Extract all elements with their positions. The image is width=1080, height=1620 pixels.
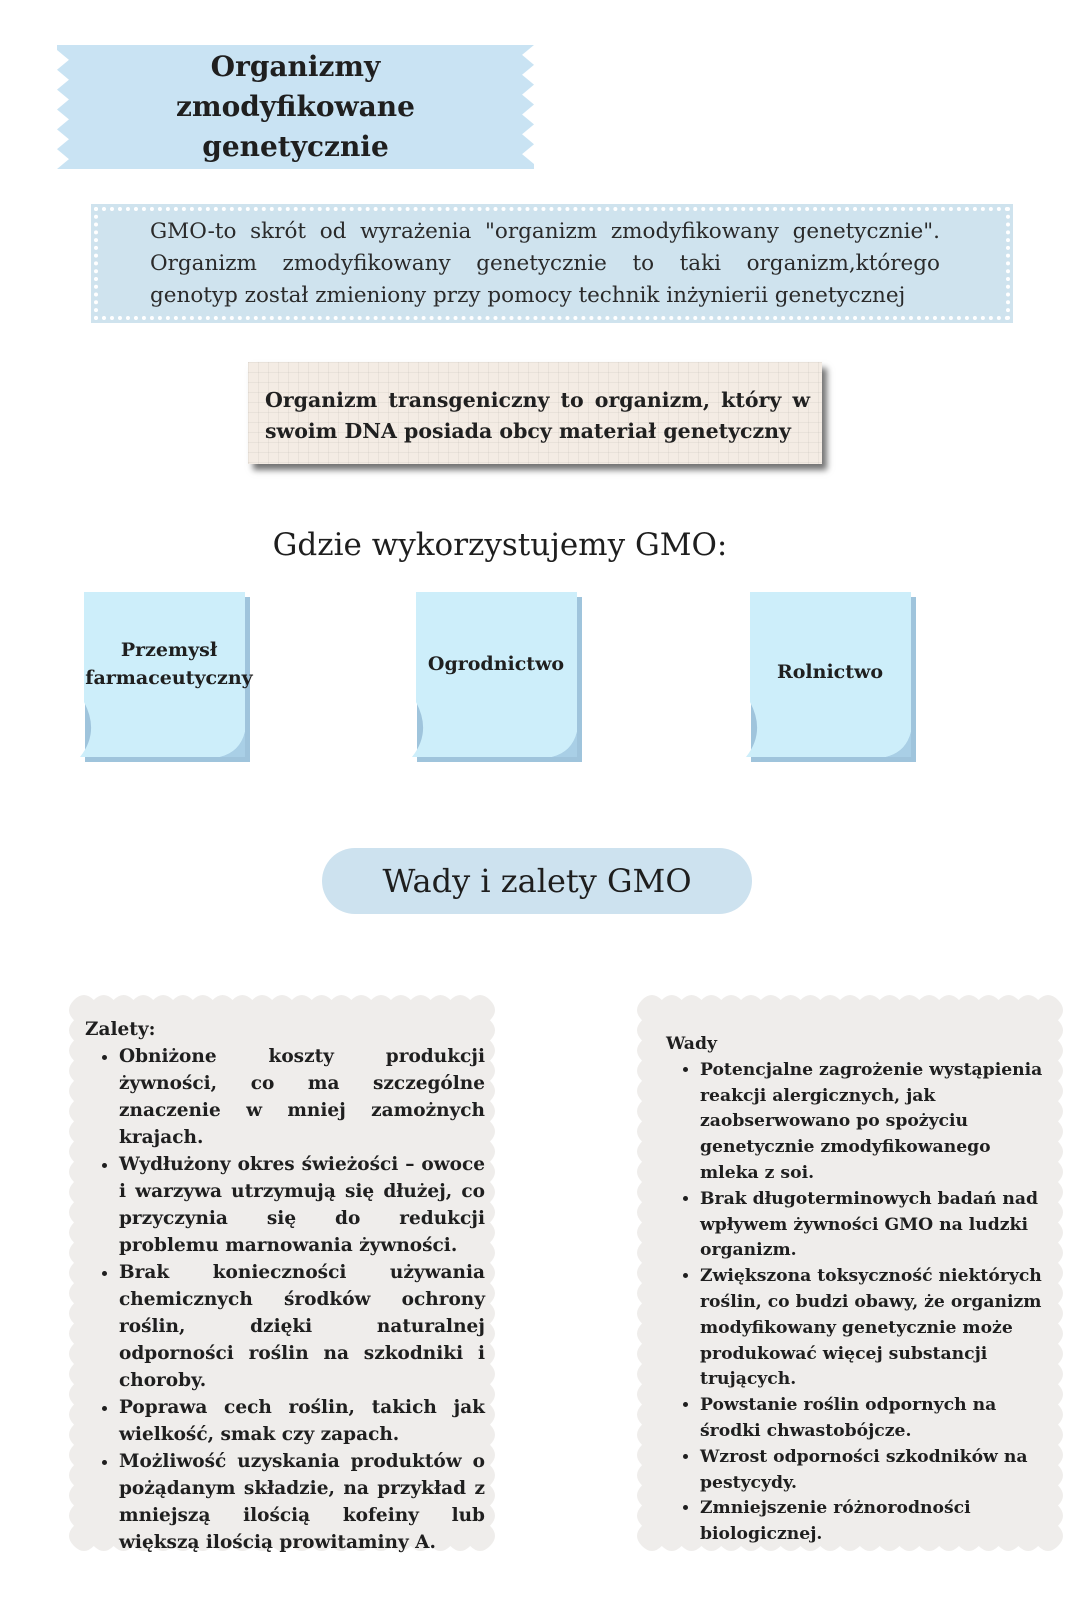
cons-panel: Wady Potencjalne zagrożenie wystąpienia … — [666, 1032, 1046, 1548]
definition-text: GMO-to skrót od wyrażenia "organizm zmod… — [150, 219, 940, 308]
pros-panel-background — [68, 995, 495, 1552]
list-item: Możliwość uzyskania produktów o pożądany… — [119, 1448, 485, 1556]
sticky-note-shape — [412, 592, 582, 762]
title-banner — [57, 45, 534, 169]
list-item: Wydłużony okres świeżości – owoce i warz… — [119, 1151, 485, 1259]
list-item: Brak długoterminowych badań nad wpływem … — [700, 1187, 1046, 1264]
list-item: Potencjalne zagrożenie wystąpienia reakc… — [700, 1058, 1046, 1187]
page-title: Organizmy zmodyfikowane genetycznie — [57, 45, 534, 169]
list-item: Poprawa cech roślin, takich jak wielkość… — [119, 1394, 485, 1448]
uses-heading: Gdzie wykorzystujemy GMO: — [272, 527, 728, 563]
title-line-1: Organizmy — [210, 50, 381, 83]
list-item: Brak konieczności używania chemicznych ś… — [119, 1259, 485, 1394]
note-pharmaceutical-line2: farmaceutyczny — [85, 667, 253, 689]
note-agriculture-label: Rolnictwo — [776, 661, 884, 683]
title-line-2: zmodyfikowane — [176, 90, 415, 123]
definition-box — [91, 204, 1013, 323]
cons-list: Potencjalne zagrożenie wystąpienia reakc… — [666, 1058, 1046, 1548]
list-item: Wzrost odporności szkodników na pestycyd… — [700, 1445, 1046, 1497]
cons-heading: Wady — [666, 1034, 717, 1054]
list-item: Powstanie roślin odpornych na środki chw… — [700, 1393, 1046, 1445]
transgenic-text: Organizm transgeniczny to organizm, któr… — [265, 388, 810, 443]
list-item: Obniżone koszty produkcji żywności, co m… — [119, 1043, 485, 1151]
sticky-note-shape — [80, 592, 250, 762]
pros-list: Obniżone koszty produkcji żywności, co m… — [85, 1043, 485, 1556]
pros-cons-title: Wady i zalety GMO — [382, 862, 692, 900]
note-agriculture: Rolnictwo — [746, 592, 916, 762]
pros-panel: Zalety: Obniżone koszty produkcji żywnoś… — [85, 1016, 485, 1556]
note-pharmaceutical-line1: Przemysł — [120, 639, 218, 661]
transgenic-box — [248, 362, 822, 464]
title-line-3: genetycznie — [202, 130, 389, 163]
pros-heading: Zalety: — [85, 1019, 156, 1040]
list-item: Zmniejszenie różnorodności biologicznej. — [700, 1496, 1046, 1548]
pros-cons-pill — [322, 848, 752, 914]
note-pharmaceutical: Przemysł farmaceutyczny — [80, 592, 253, 762]
note-horticulture-label: Ogrodnictwo — [427, 653, 565, 675]
note-horticulture: Ogrodnictwo — [412, 592, 582, 762]
list-item: Zwiększona toksyczność niektórych roślin… — [700, 1264, 1046, 1393]
cons-panel-background — [637, 995, 1063, 1552]
sticky-note-shape — [746, 592, 916, 762]
